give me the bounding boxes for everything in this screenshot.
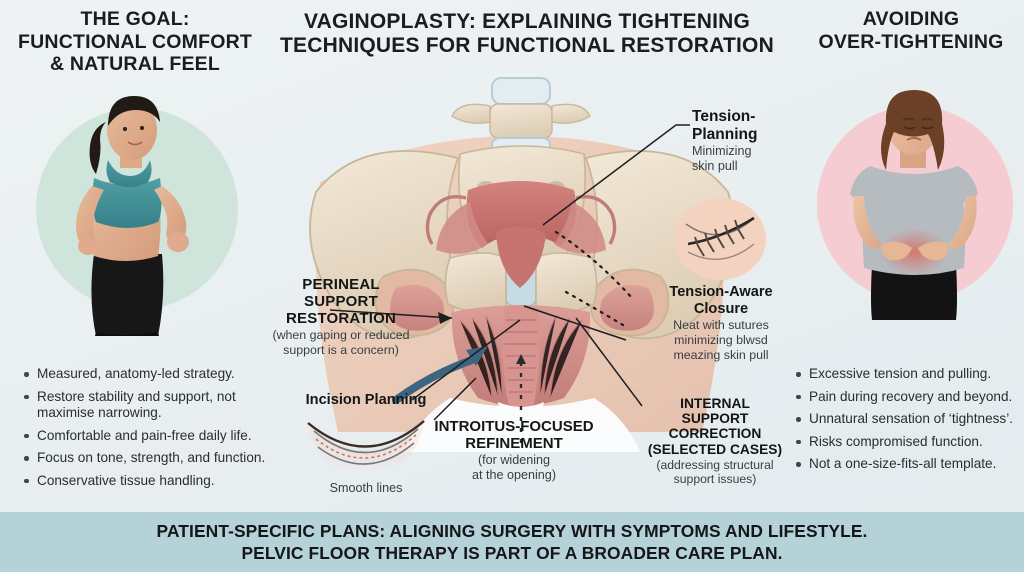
list-item: Measured, anatomy-led strategy. — [22, 366, 280, 383]
list-item: Restore stability and support, not maxim… — [22, 389, 280, 422]
banner-text: PATIENT-SPECIFIC PLANS: ALIGNING SURGERY… — [156, 520, 868, 563]
list-item: Not a one-size-fits-all template. — [794, 456, 1022, 473]
list-item: Excessive tension and pulling. — [794, 366, 1022, 383]
fitness-woman-illustration — [76, 96, 189, 336]
callout-title: Incision Planning — [305, 392, 427, 408]
callout-incision-planning: Incision Planning — [282, 392, 450, 409]
photo-left-fitness-woman — [22, 86, 252, 336]
list-item: Pain during recovery and beyond. — [794, 389, 1022, 406]
incision-planning-caption: Smooth lines — [329, 481, 403, 495]
pain-woman-illustration — [850, 90, 978, 320]
photo-right-pain-woman — [800, 80, 1024, 330]
list-item: Unnatural sensation of ‘tightness’. — [794, 411, 1022, 428]
list-item: Comfortable and pain-free daily life. — [22, 428, 280, 445]
callout-title: Tension-Planning — [692, 108, 758, 143]
list-item: Conservative tissue handling. — [22, 473, 280, 490]
list-item: Risks compromised function. — [794, 434, 1022, 451]
suture-closure-inset — [674, 198, 766, 280]
bottom-banner: PATIENT-SPECIFIC PLANS: ALIGNING SURGERY… — [0, 512, 1024, 572]
list-item: Focus on tone, strength, and function. — [22, 450, 280, 467]
heading-left: THE GOAL:FUNCTIONAL COMFORT& NATURAL FEE… — [18, 8, 252, 76]
incision-planning-illustration — [307, 420, 425, 473]
bullet-list-goals: Measured, anatomy-led strategy. Restore … — [22, 366, 280, 495]
bullet-list-risks: Excessive tension and pulling. Pain duri… — [794, 366, 1022, 479]
